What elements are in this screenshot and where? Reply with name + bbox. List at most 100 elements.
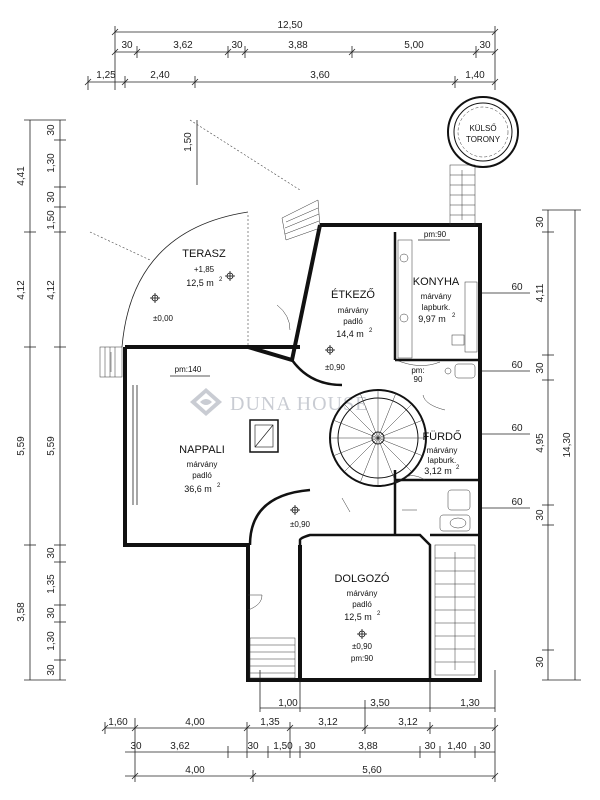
dim-top-r1-4: 5,00 xyxy=(404,40,424,51)
room-dolgozo-level: ±0,90 xyxy=(352,642,373,651)
dim-bottom-r3-1: 5,60 xyxy=(362,765,382,776)
room-terasz-name: TERASZ xyxy=(182,248,226,260)
dim-bottom-r3-0: 4,00 xyxy=(185,765,205,776)
fireplace-icon xyxy=(249,419,279,453)
dim-right-inner-5: 30 xyxy=(535,656,546,668)
room-nappali-floor2: padló xyxy=(192,471,212,480)
dim-bottom-r1-0: 1,60 xyxy=(108,717,128,728)
room-torony-name2: TORONY xyxy=(466,135,501,144)
room-terasz: TERASZ +1,85 12,5 m 2 ±0,00 xyxy=(153,248,226,323)
watermark-text: DUNA HOUSE xyxy=(230,393,368,415)
room-terasz-level: +1,85 xyxy=(194,265,215,274)
dim-bottom-r2-8: 30 xyxy=(479,741,491,752)
room-terasz-area: 12,5 m xyxy=(186,278,214,288)
dim-left-inner-5: 5,59 xyxy=(46,436,57,456)
dim-left-outer-3: 3,58 xyxy=(16,602,27,622)
dim-left-inner-9: 1,30 xyxy=(46,631,57,651)
dim-top-r2-2: 3,60 xyxy=(310,70,330,81)
dim-right-outer: 14,30 xyxy=(562,432,573,457)
dim-right-inner-0: 30 xyxy=(535,216,546,228)
dim-left-inner-10: 30 xyxy=(46,664,57,676)
dim-bottom-r2-2: 30 xyxy=(247,741,259,752)
watermark: DUNA HOUSE xyxy=(190,388,368,416)
level-markers xyxy=(150,271,367,639)
room-furdo-floor2: lapburk. xyxy=(428,456,456,465)
room-torony: KÜLSŐ TORONY xyxy=(466,124,501,144)
room-konyha: KONYHA márvány lapburk. 9,97 m 2 pm:90 xyxy=(413,230,460,324)
room-konyha-area: 9,97 m xyxy=(418,314,446,324)
room-nappali: NAPPALI márvány padló 36,6 m 2 pm:140 xyxy=(175,365,225,494)
room-konyha-area-sup: 2 xyxy=(452,313,456,319)
dim-left-inner-4: 4,12 xyxy=(46,280,57,300)
room-nappali-floor1: márvány xyxy=(187,460,218,469)
room-etkezo: ÉTKEZŐ márvány padló 14,4 m 2 ±0,90 xyxy=(325,287,375,372)
room-furdo-pm: pm: xyxy=(411,366,424,375)
dim-bottom-r2-5: 3,88 xyxy=(358,741,378,752)
window-callout-2: 60 xyxy=(511,423,523,434)
door-swings xyxy=(247,304,446,611)
room-terasz-area-sup: 2 xyxy=(219,277,223,283)
room-dolgozo: DOLGOZÓ márvány padló 12,5 m 2 ±0,90 pm:… xyxy=(334,572,389,663)
spiral-stair xyxy=(329,389,427,487)
dim-bottom-r1-4: 3,12 xyxy=(398,717,418,728)
right-dimensions: 14,30 30 4,11 30 4,95 30 30 60 60 60 60 xyxy=(478,209,581,681)
room-etkezo-level: ±0,90 xyxy=(325,363,346,372)
room-dolgozo-area: 12,5 m xyxy=(344,612,372,622)
dim-bottom-inner-1: 3,50 xyxy=(370,698,390,709)
dim-bottom-inner-0: 1,00 xyxy=(278,698,298,709)
window-callout-3: 60 xyxy=(511,497,523,508)
window-callout-1: 60 xyxy=(511,360,523,371)
room-nappali-area-sup: 2 xyxy=(217,483,221,489)
left-dimensions: 4,41 4,12 5,59 3,58 30 1,30 30 1,50 4,12… xyxy=(16,119,198,681)
room-dolgozo-floor2: padló xyxy=(352,600,372,609)
room-etkezo-floor2: padló xyxy=(343,317,363,326)
room-nappali-name: NAPPALI xyxy=(179,444,225,456)
dim-left-inner-6: 30 xyxy=(46,547,57,559)
room-nappali-pm: pm:140 xyxy=(175,365,202,374)
dim-top-r1-1: 3,62 xyxy=(173,40,193,51)
top-dimensions: 12,50 30 3,62 30 3,88 5,00 30 1,25 2,40 … xyxy=(84,20,499,90)
dim-bottom-inner-2: 1,30 xyxy=(460,698,480,709)
bottom-dimensions: 1,00 3,50 1,30 1,60 4,00 1,35 3,12 3,12 … xyxy=(101,670,499,782)
dim-left-outer-1: 4,12 xyxy=(16,280,27,300)
diagonal-steps xyxy=(281,199,321,241)
dim-top-r2-1: 2,40 xyxy=(150,70,170,81)
room-furdo-pm-value: 90 xyxy=(414,375,423,384)
dim-bottom-r2-1: 3,62 xyxy=(170,741,190,752)
dim-bottom-r1-2: 1,35 xyxy=(260,717,280,728)
dim-top-r1-2: 30 xyxy=(231,40,243,51)
dim-bottom-r2-0: 30 xyxy=(130,741,142,752)
dim-left-inner-7: 1,35 xyxy=(46,574,57,594)
dim-left-outer-2: 5,59 xyxy=(16,436,27,456)
dim-left-inner-2: 30 xyxy=(46,191,57,203)
room-nappali-area: 36,6 m xyxy=(184,484,212,494)
room-furdo-name: FÜRDŐ xyxy=(422,429,462,443)
room-terasz-level2: ±0,00 xyxy=(153,314,174,323)
dim-top-r2-3: 1,40 xyxy=(465,70,485,81)
room-dolgozo-floor1: márvány xyxy=(347,589,378,598)
room-etkezo-name: ÉTKEZŐ xyxy=(331,287,375,301)
dim-bottom-r2-7: 1,40 xyxy=(447,741,467,752)
straight-stair xyxy=(434,544,476,676)
bath-fixtures xyxy=(439,363,476,532)
dim-left-inner-1: 1,30 xyxy=(46,153,57,173)
dim-roof: 1,50 xyxy=(183,132,194,152)
dim-top-r1-3: 3,88 xyxy=(288,40,308,51)
room-etkezo-floor1: márvány xyxy=(338,306,369,315)
dim-right-inner-3: 4,95 xyxy=(535,433,546,453)
dim-bottom-r2-4: 30 xyxy=(304,741,316,752)
room-dolgozo-area-sup: 2 xyxy=(377,611,381,617)
room-torony-name1: KÜLSŐ xyxy=(469,124,496,133)
dim-bottom-r1-1: 4,00 xyxy=(185,717,205,728)
dim-left-inner-8: 30 xyxy=(46,607,57,619)
room-furdo-floor1: márvány xyxy=(427,446,458,455)
plan-walls xyxy=(89,96,519,682)
dim-left-inner-3: 1,50 xyxy=(46,210,57,230)
dim-top-r1-0: 30 xyxy=(121,40,133,51)
room-etkezo-area: 14,4 m xyxy=(336,329,364,339)
dim-top-total: 12,50 xyxy=(277,20,302,31)
dim-bottom-r2-3: 1,50 xyxy=(273,741,293,752)
dim-left-inner-0: 30 xyxy=(46,124,57,136)
dim-right-inner-1: 4,11 xyxy=(535,283,546,302)
